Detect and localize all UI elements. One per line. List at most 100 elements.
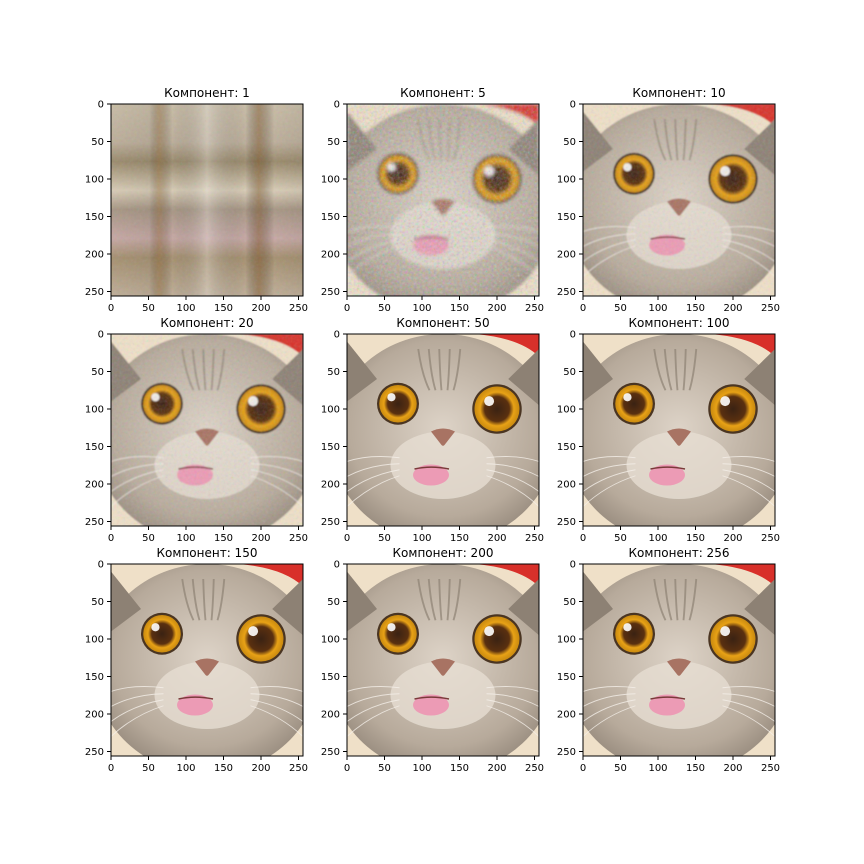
y-tick-label: 250	[557, 747, 576, 758]
x-tick-label: 250	[289, 303, 308, 314]
x-tick-label: 50	[614, 763, 627, 774]
cat-image	[111, 104, 303, 296]
panel-title: Компонент: 100	[629, 316, 730, 330]
x-tick-label: 200	[487, 533, 506, 544]
y-tick-label: 100	[321, 405, 340, 416]
cat-image	[347, 564, 539, 756]
y-tick-label: 50	[327, 367, 340, 378]
x-tick-label: 50	[614, 533, 627, 544]
y-tick-label: 50	[91, 597, 104, 608]
x-tick-label: 250	[761, 533, 780, 544]
x-tick-label: 50	[142, 763, 155, 774]
x-tick-label: 50	[378, 303, 391, 314]
y-tick-label: 150	[321, 442, 340, 453]
x-tick-label: 200	[251, 763, 270, 774]
y-tick-label: 0	[98, 100, 104, 111]
x-tick-label: 0	[580, 303, 586, 314]
y-tick-label: 0	[334, 100, 340, 111]
y-tick-label: 150	[85, 442, 104, 453]
y-tick-label: 100	[85, 635, 104, 646]
x-tick-label: 150	[214, 763, 233, 774]
axes-frame	[582, 333, 776, 527]
axes-frame	[110, 563, 304, 757]
y-tick-label: 50	[563, 367, 576, 378]
x-tick-label: 0	[580, 763, 586, 774]
y-tick-label: 0	[570, 100, 576, 111]
x-tick-label: 100	[648, 533, 667, 544]
x-tick-label: 250	[525, 533, 544, 544]
axes-frame	[582, 103, 776, 297]
y-tick-label: 0	[570, 330, 576, 341]
x-tick-label: 50	[142, 533, 155, 544]
y-tick-label: 250	[321, 287, 340, 298]
y-tick-label: 250	[557, 517, 576, 528]
panel-title: Компонент: 200	[393, 546, 494, 560]
axes-frame	[582, 563, 776, 757]
x-tick-label: 100	[176, 533, 195, 544]
y-tick-label: 100	[321, 175, 340, 186]
x-tick-label: 200	[251, 303, 270, 314]
x-tick-label: 250	[761, 303, 780, 314]
x-tick-label: 50	[378, 533, 391, 544]
x-tick-label: 0	[108, 303, 114, 314]
y-tick-label: 200	[321, 480, 340, 491]
y-tick-label: 50	[91, 137, 104, 148]
y-tick-label: 150	[321, 672, 340, 683]
x-tick-label: 150	[686, 533, 705, 544]
x-tick-label: 150	[450, 533, 469, 544]
cat-image	[583, 104, 775, 296]
cat-image	[347, 334, 539, 526]
x-tick-label: 100	[412, 763, 431, 774]
panel-title: Компонент: 5	[400, 86, 486, 100]
panel-title: Компонент: 150	[157, 546, 258, 560]
y-tick-label: 150	[85, 212, 104, 223]
cat-image	[111, 564, 303, 756]
y-tick-label: 0	[334, 560, 340, 571]
x-tick-label: 0	[108, 763, 114, 774]
panel-title: Компонент: 1	[164, 86, 250, 100]
x-tick-label: 150	[214, 533, 233, 544]
y-tick-label: 50	[327, 137, 340, 148]
x-tick-label: 200	[723, 763, 742, 774]
x-tick-label: 0	[580, 533, 586, 544]
y-tick-label: 250	[85, 287, 104, 298]
x-tick-label: 200	[723, 303, 742, 314]
x-tick-label: 50	[142, 303, 155, 314]
axes-frame	[346, 333, 540, 527]
x-tick-label: 100	[412, 533, 431, 544]
y-tick-label: 250	[321, 517, 340, 528]
axes-frame	[346, 563, 540, 757]
x-tick-label: 50	[614, 303, 627, 314]
y-tick-label: 250	[85, 747, 104, 758]
y-tick-label: 250	[557, 287, 576, 298]
y-tick-label: 100	[557, 405, 576, 416]
y-tick-label: 200	[321, 250, 340, 261]
x-tick-label: 200	[487, 763, 506, 774]
x-tick-label: 200	[251, 533, 270, 544]
y-tick-label: 150	[557, 212, 576, 223]
y-tick-label: 250	[321, 747, 340, 758]
y-tick-label: 150	[321, 212, 340, 223]
panel-title: Компонент: 50	[396, 316, 489, 330]
axes-frame	[110, 103, 304, 297]
x-tick-label: 250	[761, 763, 780, 774]
x-tick-label: 0	[344, 303, 350, 314]
y-tick-label: 200	[85, 480, 104, 491]
y-tick-label: 200	[557, 710, 576, 721]
x-tick-label: 150	[450, 303, 469, 314]
y-tick-label: 0	[570, 560, 576, 571]
panel-title: Компонент: 10	[632, 86, 725, 100]
x-tick-label: 150	[214, 303, 233, 314]
y-tick-label: 200	[321, 710, 340, 721]
y-tick-label: 50	[91, 367, 104, 378]
y-tick-label: 100	[85, 175, 104, 186]
x-tick-label: 100	[176, 303, 195, 314]
